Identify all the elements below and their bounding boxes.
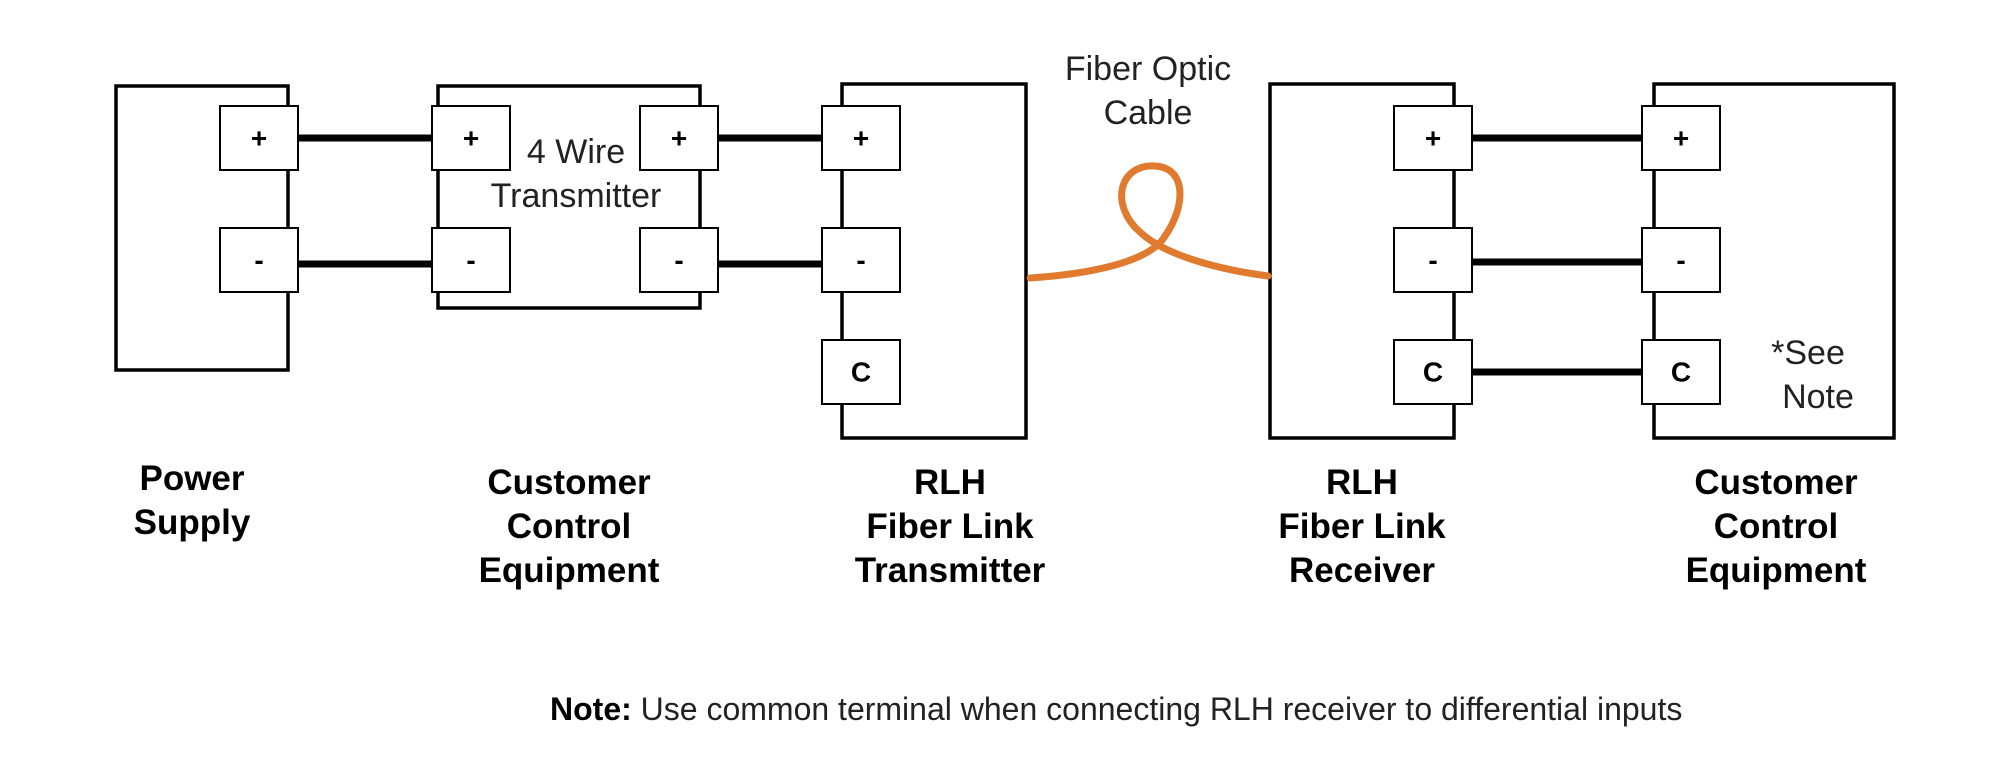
tx-minus-terminal xyxy=(821,227,901,293)
customer-control-right-label-line1: Customer xyxy=(1694,463,1858,502)
ccr-plus-label: + xyxy=(1673,123,1689,154)
rx-plus-label: + xyxy=(1425,123,1441,154)
ccl-out-minus-terminal xyxy=(639,227,719,293)
rx-minus-terminal xyxy=(1393,227,1473,293)
transmitter-text-line1: 4 Wire xyxy=(527,133,625,171)
transmitter-text-line2: Transmitter xyxy=(491,177,662,215)
ps-minus-terminal xyxy=(219,227,299,293)
rx-minus-label: - xyxy=(1428,245,1437,276)
tx-common-label: C xyxy=(851,357,871,388)
ccr-common-terminal xyxy=(1641,339,1721,405)
ccr-minus-label: - xyxy=(1676,245,1685,276)
ccl-in-plus-label: + xyxy=(463,123,479,154)
ccr-minus-terminal xyxy=(1641,227,1721,293)
customer-control-right-label-line3: Equipment xyxy=(1686,551,1867,590)
rlh-receiver-label-line1: RLH xyxy=(1326,463,1398,502)
ccl-in-minus-terminal xyxy=(431,227,511,293)
note-text: Use common terminal when connecting RLH … xyxy=(632,691,1683,727)
rx-common-label: C xyxy=(1423,357,1443,388)
ccl-in-plus-terminal xyxy=(431,105,511,171)
rx-plus-terminal xyxy=(1393,105,1473,171)
note: Note: Use common terminal when connectin… xyxy=(550,691,1682,727)
see-note-text-line1: *See xyxy=(1771,334,1845,372)
ps-plus-terminal xyxy=(219,105,299,171)
rx-common-terminal xyxy=(1393,339,1473,405)
ccr-common-label: C xyxy=(1671,357,1691,388)
tx-common-terminal xyxy=(821,339,901,405)
ccl-in-minus-label: - xyxy=(466,245,475,276)
rlh-transmitter-label-line1: RLH xyxy=(914,463,986,502)
ccl-out-plus-terminal xyxy=(639,105,719,171)
customer-control-left-label-line2: Control xyxy=(507,507,631,546)
fiber-optic-label-line1: Fiber Optic xyxy=(1065,50,1231,88)
customer-control-right-label-line2: Control xyxy=(1714,507,1838,546)
customer-control-left-label-line3: Equipment xyxy=(479,551,660,590)
rlh-transmitter-label-line2: Fiber Link xyxy=(866,507,1034,546)
rlh-receiver-label-line2: Fiber Link xyxy=(1278,507,1446,546)
power-supply-label-line2: Supply xyxy=(134,503,251,542)
tx-plus-terminal xyxy=(821,105,901,171)
rlh-transmitter-label-line3: Transmitter xyxy=(855,551,1046,590)
see-note-text-line2: Note xyxy=(1782,378,1854,416)
ps-minus-label: - xyxy=(254,245,263,276)
ccl-out-minus-label: - xyxy=(674,245,683,276)
ps-plus-label: + xyxy=(251,123,267,154)
ccl-out-plus-label: + xyxy=(671,123,687,154)
note-bold: Note: xyxy=(550,691,632,727)
tx-plus-label: + xyxy=(853,123,869,154)
rlh-receiver-label-line3: Receiver xyxy=(1289,551,1435,590)
tx-minus-label: - xyxy=(856,245,865,276)
power-supply-label-line1: Power xyxy=(139,459,244,498)
ccr-plus-terminal xyxy=(1641,105,1721,171)
fiber-optic-label-line2: Cable xyxy=(1104,94,1193,132)
fiber-optic-cable xyxy=(1026,162,1272,282)
customer-control-left-label-line1: Customer xyxy=(487,463,651,502)
